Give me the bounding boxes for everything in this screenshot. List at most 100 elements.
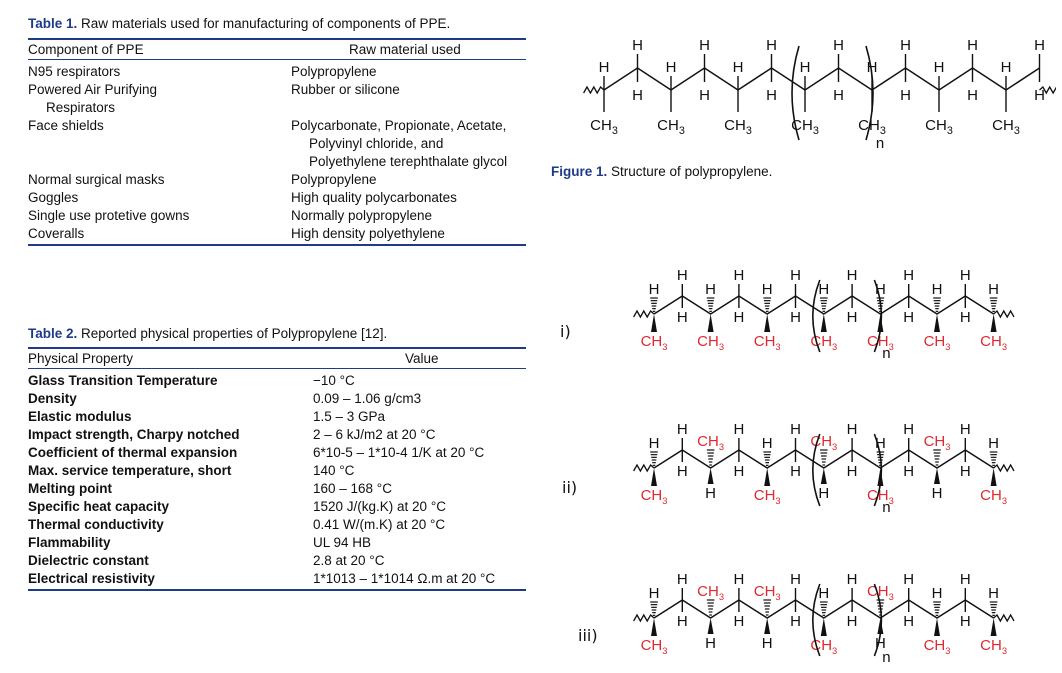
table2-property: Density bbox=[28, 391, 77, 406]
hydrogen-label: H bbox=[903, 613, 914, 630]
hydrogen-label: H bbox=[762, 281, 773, 298]
hydrogen-label: H bbox=[847, 421, 858, 438]
methyl-label: CH3 bbox=[924, 333, 951, 352]
figure1-label: Figure 1. bbox=[551, 164, 608, 179]
table2-property: Flammability bbox=[28, 535, 111, 550]
hydrogen-label: H bbox=[733, 309, 744, 326]
right-bracket bbox=[865, 45, 874, 141]
table1-cell: Polypropylene bbox=[291, 172, 377, 187]
table2-value: 1.5 – 3 GPa bbox=[313, 409, 386, 424]
hydrogen-label: H bbox=[705, 485, 716, 502]
methyl-label: CH3 bbox=[641, 333, 668, 352]
wavy-end-left bbox=[633, 309, 655, 319]
hydrogen-label: H bbox=[932, 281, 943, 298]
methyl-label: CH3 bbox=[925, 117, 953, 137]
hydrogen-label: H bbox=[934, 59, 945, 76]
hydrogen-label: H bbox=[875, 635, 886, 652]
structure-i-diagram: CH3HHHCH3HHHCH3HHHCH3HHHCH3HHHCH3HHHCH3H… bbox=[633, 267, 1015, 362]
repeat-subscript-n: n bbox=[882, 345, 890, 362]
hydrogen-label: H bbox=[699, 37, 710, 54]
table1-caption-text: Raw materials used for manufacturing of … bbox=[81, 16, 451, 31]
hydrogen-label: H bbox=[666, 59, 677, 76]
hydrogen-label: H bbox=[960, 267, 971, 284]
table1-header-component: Component of PPE bbox=[28, 38, 291, 60]
table2-caption-text: Reported physical properties of Polyprop… bbox=[81, 326, 388, 341]
table1-cell: High quality polycarbonates bbox=[291, 190, 457, 205]
methyl-label: CH3 bbox=[641, 637, 668, 656]
hydrogen-label: H bbox=[705, 281, 716, 298]
hydrogen-label: H bbox=[988, 435, 999, 452]
methyl-label: CH3 bbox=[754, 583, 781, 602]
hydrogen-label: H bbox=[677, 421, 688, 438]
hydrogen-label: H bbox=[790, 463, 801, 480]
hydrogen-label: H bbox=[847, 309, 858, 326]
hydrogen-label: H bbox=[677, 463, 688, 480]
methyl-label: CH3 bbox=[810, 637, 837, 656]
table2-row: Density 0.09 – 1.06 g/cm3 bbox=[28, 390, 526, 408]
hydrogen-label: H bbox=[733, 59, 744, 76]
table2-row: Glass Transition Temperature−10 °C bbox=[28, 369, 526, 391]
hydrogen-label: H bbox=[766, 37, 777, 54]
hydrogen-label: H bbox=[847, 571, 858, 588]
hydrogen-label: H bbox=[903, 267, 914, 284]
methyl-label: CH3 bbox=[791, 117, 819, 137]
hydrogen-label: H bbox=[903, 421, 914, 438]
hydrogen-label: H bbox=[733, 267, 744, 284]
panel-label-i: i) bbox=[560, 322, 571, 341]
hydrogen-label: H bbox=[733, 613, 744, 630]
hydrogen-label: H bbox=[1001, 59, 1012, 76]
table1-cell: Polypropylene bbox=[291, 64, 377, 79]
table2-caption: Table 2. Reported physical properties of… bbox=[28, 326, 387, 341]
wedge-bond bbox=[934, 468, 940, 484]
hydrogen-label: H bbox=[988, 281, 999, 298]
methyl-label: CH3 bbox=[697, 433, 724, 452]
hydrogen-label: H bbox=[818, 281, 829, 298]
hydrogen-label: H bbox=[599, 59, 610, 76]
hydrogen-label: H bbox=[699, 87, 710, 104]
table1-cell: Normal surgical masks bbox=[28, 172, 165, 187]
hydrogen-label: H bbox=[677, 309, 688, 326]
table2-value: 160 – 168 °C bbox=[313, 481, 392, 496]
table2-property: Dielectric constant bbox=[28, 553, 149, 568]
hydrogen-label: H bbox=[847, 463, 858, 480]
table2: Physical Property Value Glass Transition… bbox=[28, 347, 526, 591]
methyl-label: CH3 bbox=[980, 487, 1007, 506]
wedge-bond bbox=[877, 618, 884, 634]
hydrogen-label: H bbox=[903, 309, 914, 326]
hydrogen-label: H bbox=[790, 421, 801, 438]
table2-property: Thermal conductivity bbox=[28, 517, 164, 532]
wedge-bond bbox=[764, 618, 771, 634]
hydrogen-label: H bbox=[677, 571, 688, 588]
methyl-label: CH3 bbox=[657, 117, 685, 137]
hydrogen-label: H bbox=[790, 267, 801, 284]
hydrogen-label: H bbox=[960, 309, 971, 326]
table1-header-material: Raw material used bbox=[291, 38, 526, 60]
hydrogen-label: H bbox=[960, 421, 971, 438]
wedge-bond bbox=[820, 618, 827, 636]
methyl-label: CH3 bbox=[590, 117, 618, 137]
methyl-label: CH3 bbox=[810, 433, 837, 452]
hydrogen-label: H bbox=[988, 585, 999, 602]
hydrogen-label: H bbox=[649, 585, 660, 602]
left-bracket bbox=[791, 45, 800, 141]
table2-property: Electrical resistivity bbox=[28, 570, 313, 591]
hydrogen-label: H bbox=[762, 435, 773, 452]
wedge-bond bbox=[990, 468, 997, 486]
methyl-label: CH3 bbox=[980, 333, 1007, 352]
table2-value: UL 94 HB bbox=[313, 535, 372, 550]
table2-property: Glass Transition Temperature bbox=[28, 373, 218, 388]
wedge-bond bbox=[707, 468, 714, 484]
methyl-label: CH3 bbox=[810, 333, 837, 352]
hydrogen-label: H bbox=[833, 87, 844, 104]
panel-label-iii: iii) bbox=[578, 626, 598, 645]
hydrogen-label: H bbox=[705, 635, 716, 652]
hydrogen-label: H bbox=[903, 571, 914, 588]
table2-value: 0.09 – 1.06 g/cm3 bbox=[313, 391, 422, 406]
